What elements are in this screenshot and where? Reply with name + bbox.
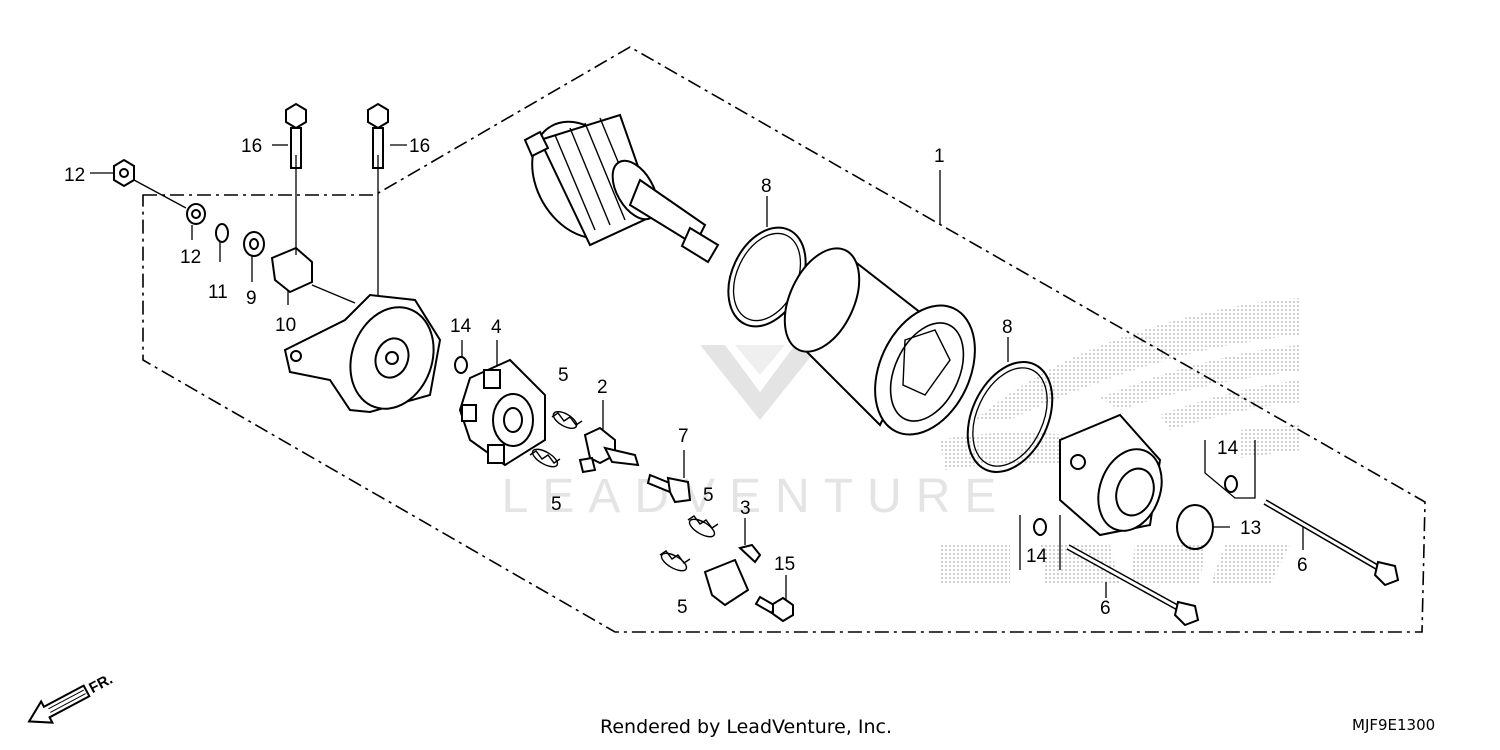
callout-16b: 16 — [409, 136, 430, 157]
callout-5c: 5 — [703, 485, 714, 506]
callout-14a: 14 — [450, 316, 472, 337]
brush-3[interactable] — [703, 543, 762, 607]
callout-13: 13 — [1240, 518, 1261, 539]
screw-15[interactable] — [754, 595, 794, 623]
washer-14-right[interactable] — [1224, 475, 1238, 493]
callout-15: 15 — [774, 554, 795, 575]
callout-10: 10 — [275, 315, 296, 336]
spring-5-b[interactable] — [529, 446, 561, 470]
callout-14c: 14 — [1026, 546, 1048, 567]
spring-5-a[interactable] — [551, 408, 583, 431]
callout-5d: 5 — [677, 597, 688, 618]
brush-holder-4[interactable] — [458, 358, 546, 467]
nut-12-inner[interactable] — [186, 203, 206, 225]
through-bolt-6-left[interactable] — [1066, 544, 1200, 627]
callout-14b: 14 — [1217, 438, 1239, 459]
callout-9: 9 — [246, 288, 257, 309]
assembly-boundary — [142, 46, 1426, 633]
washer-14-lower[interactable] — [1033, 518, 1047, 536]
direction-label: FR. — [86, 671, 115, 697]
watermark-text: LEADVENTURE — [502, 470, 1011, 523]
callout-6a: 6 — [1297, 555, 1308, 576]
nut-12-outer[interactable] — [113, 158, 135, 188]
diagram-code: MJF9E1300 — [1352, 716, 1436, 734]
front-cover[interactable] — [1059, 413, 1173, 540]
washer-11[interactable] — [215, 223, 229, 243]
callout-6b: 6 — [1100, 598, 1111, 619]
washer-14-left[interactable] — [454, 356, 468, 374]
leader-lines — [90, 144, 1304, 600]
terminal-10[interactable] — [270, 246, 313, 294]
spring-5-d[interactable] — [659, 550, 691, 574]
rear-cover[interactable] — [283, 293, 447, 421]
spring-5-c[interactable] — [687, 515, 719, 540]
insulator-9[interactable] — [243, 231, 265, 257]
callout-2: 2 — [597, 377, 608, 398]
callout-5a: 5 — [558, 365, 569, 386]
callout-5b: 5 — [551, 494, 562, 515]
callout-11: 11 — [208, 282, 228, 303]
callout-1: 1 — [934, 146, 945, 167]
callout-7: 7 — [678, 426, 689, 447]
callout-16a: 16 — [241, 136, 262, 157]
callout-3: 3 — [740, 498, 751, 519]
armature[interactable] — [512, 104, 720, 264]
callout-8b: 8 — [1002, 317, 1013, 338]
yoke[interactable] — [770, 237, 995, 451]
callout-4: 4 — [491, 317, 502, 338]
terminal-bolt-7[interactable] — [646, 473, 692, 504]
through-bolt-6-right[interactable] — [1263, 499, 1400, 587]
o-ring-13[interactable] — [1176, 504, 1214, 550]
o-ring-8-right[interactable] — [951, 348, 1069, 485]
callout-8a: 8 — [761, 176, 772, 197]
callout-labels: 1 2 3 4 5 5 5 5 6 6 7 8 8 9 10 11 12 12 … — [64, 136, 1308, 619]
callout-12b: 12 — [180, 247, 201, 268]
front-direction-arrow: FR. — [27, 671, 116, 724]
render-credit: Rendered by LeadVenture, Inc. — [600, 716, 893, 738]
leadventure-watermark: LEADVENTURE — [502, 345, 1011, 523]
callout-12a: 12 — [64, 165, 85, 186]
brush-2[interactable] — [578, 426, 640, 474]
